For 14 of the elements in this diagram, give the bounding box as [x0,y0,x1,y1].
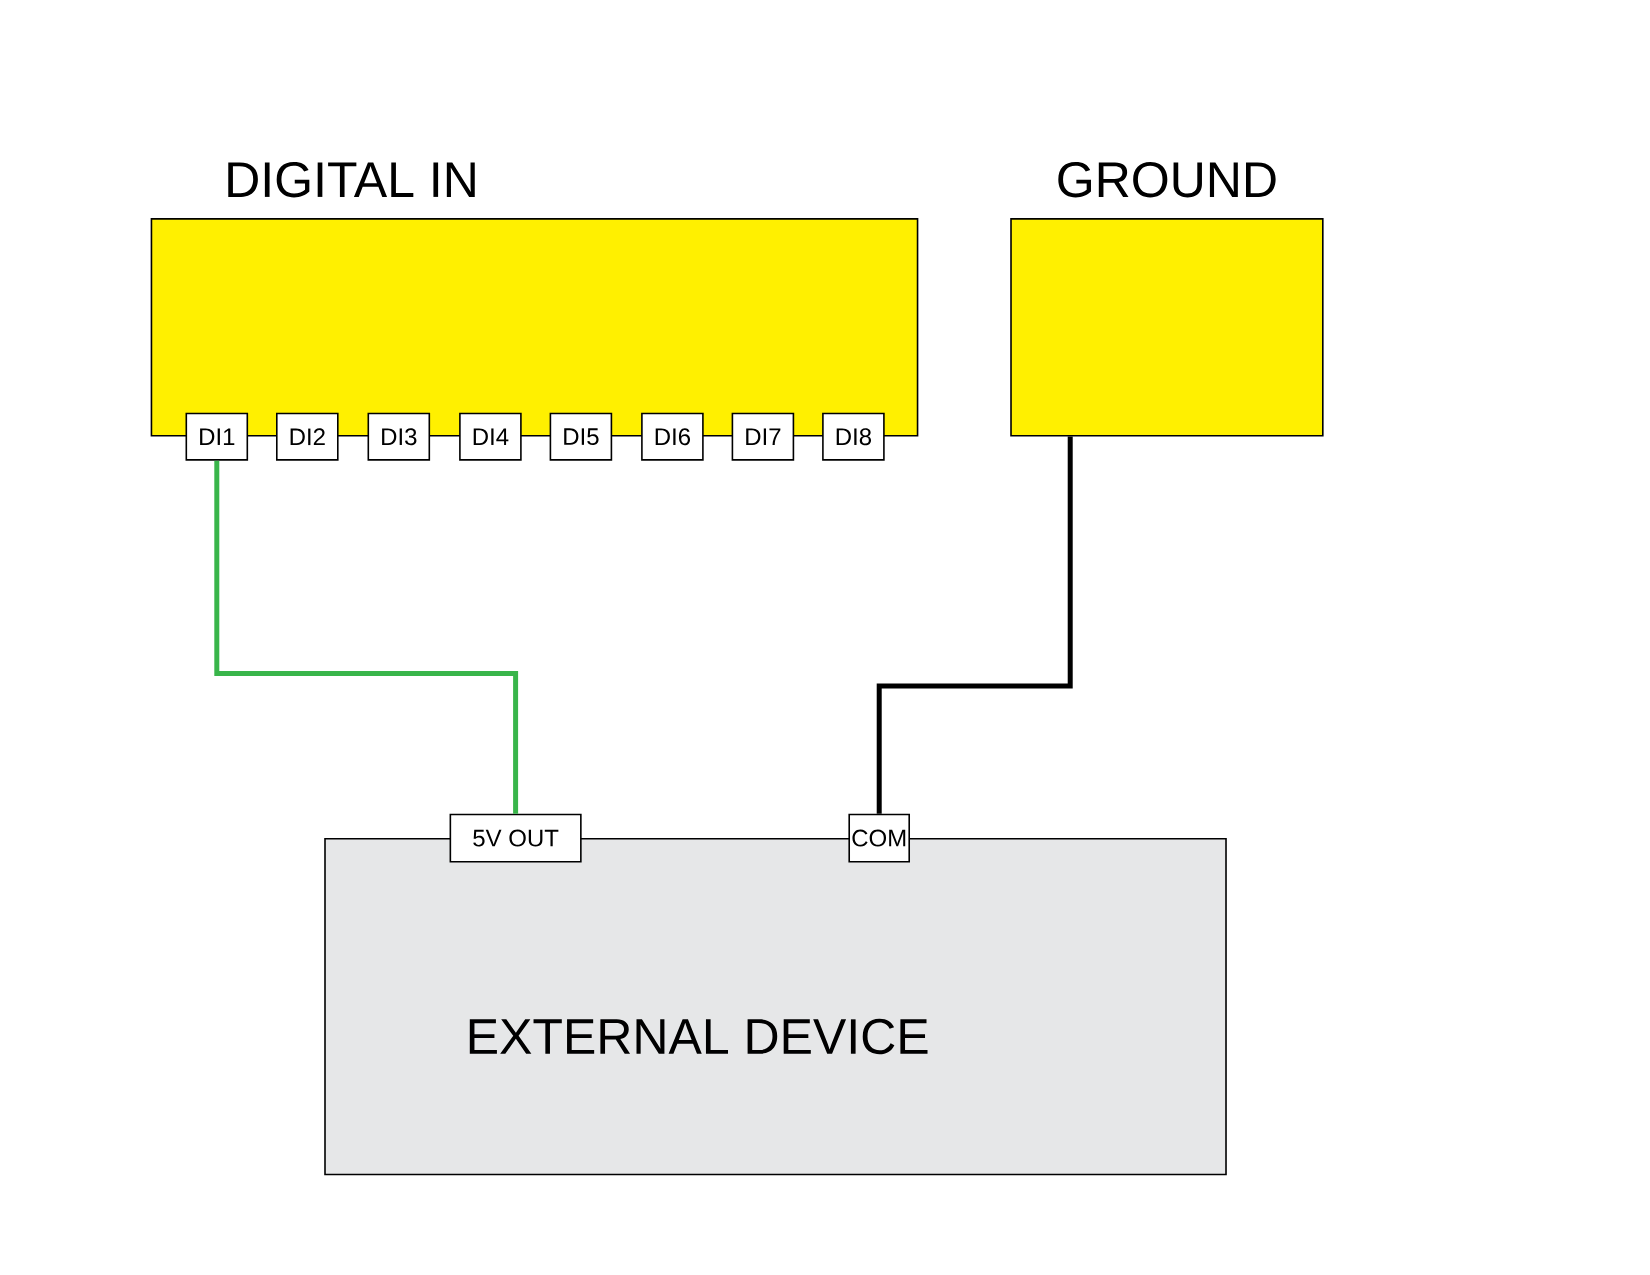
pin-box: DI1 [185,412,249,461]
pin-box: DI5 [549,412,613,461]
pin-box: DI2 [276,412,339,461]
pin-box: DI8 [822,412,885,461]
wire [876,436,1073,814]
pin-box: DI7 [731,412,795,461]
pin-box: 5V OUT [449,813,582,863]
pin-box: DI6 [641,412,704,461]
pin-box: DI3 [367,412,431,461]
wire [214,460,519,814]
pin-box: COM [848,813,910,863]
heading: DIGITAL IN [228,162,475,198]
heading: GROUND [1058,162,1276,198]
pin-box: DI4 [459,412,522,461]
